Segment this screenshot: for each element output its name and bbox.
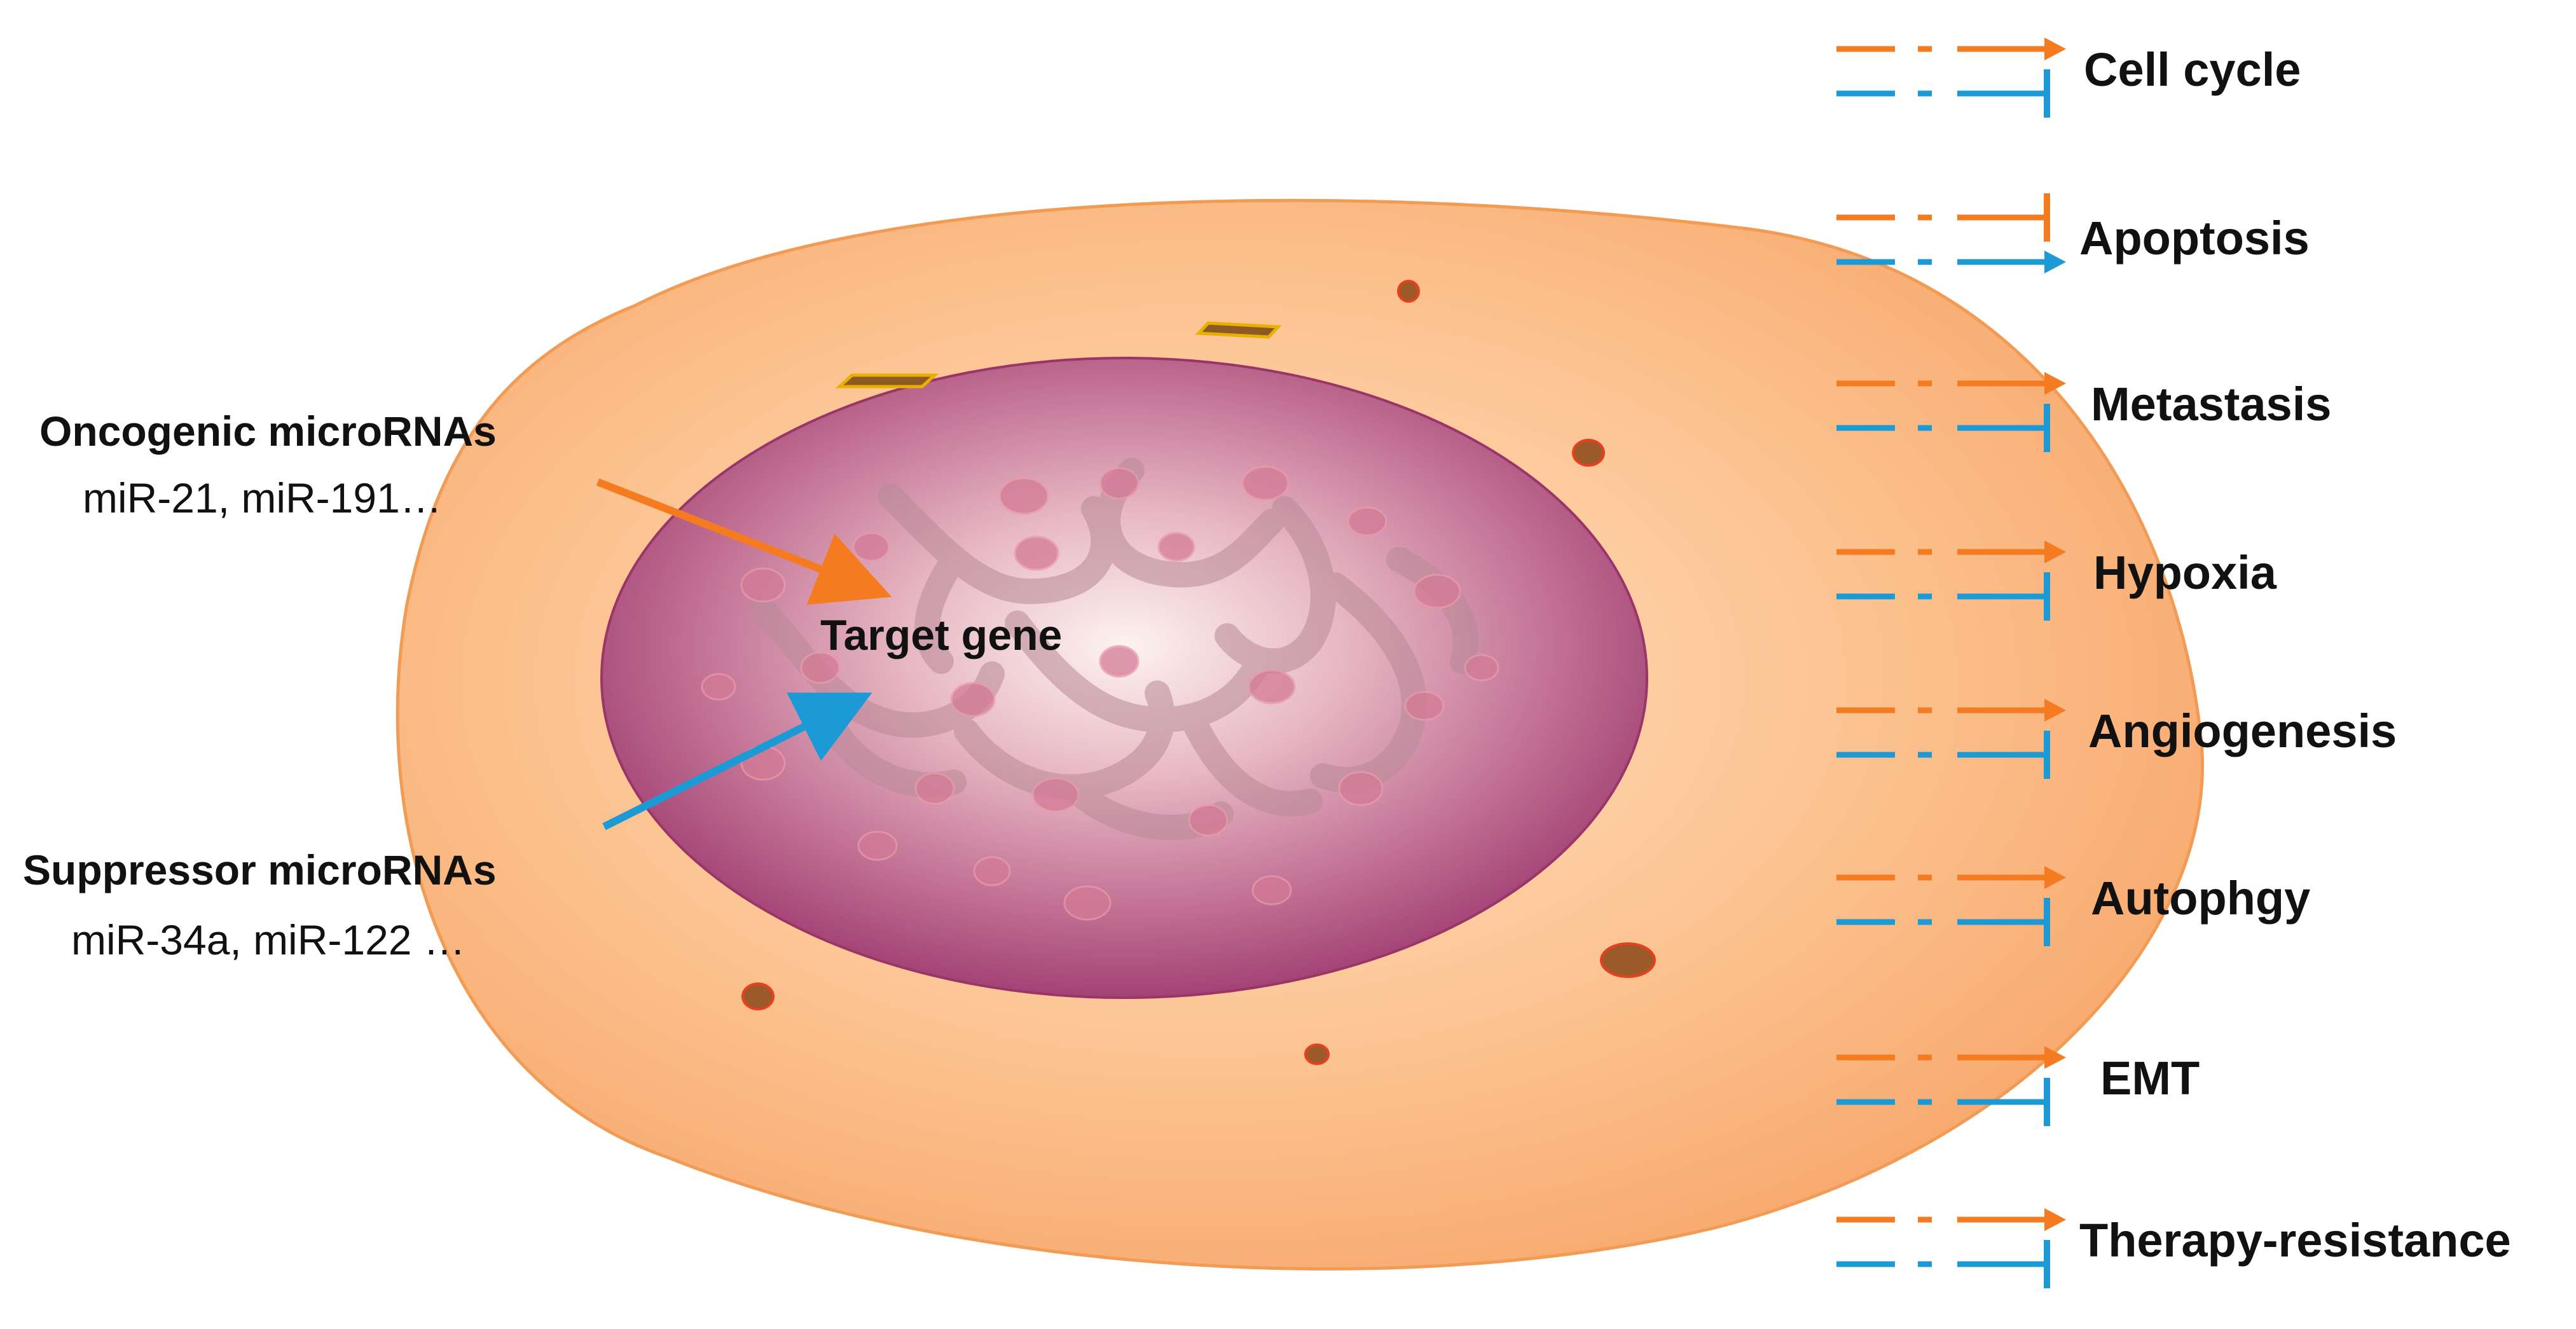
er-fragments [835, 321, 1282, 389]
oncogenic-arrowhead [2044, 1208, 2066, 1231]
process-label: Therapy-resistance [2079, 1214, 2511, 1267]
organelles [741, 280, 1656, 1065]
oncogenic-arrowhead [2044, 541, 2066, 563]
oncogenic-arrow [596, 478, 892, 605]
oncogenic-examples: miR-21, miR-191… [83, 474, 442, 521]
suppressor-arrow [602, 692, 872, 830]
process-label: Cell cycle [2084, 43, 2301, 96]
oncogenic-arrowhead [2044, 699, 2066, 722]
oncogenic-arrowhead [2044, 866, 2066, 889]
suppressor-title: Suppressor microRNAs [23, 846, 497, 893]
oncogenic-arrowhead [2044, 1046, 2066, 1069]
process-legend [1836, 38, 2066, 1288]
process-label: Angiogenesis [2088, 705, 2397, 757]
oncogenic-arrowhead [2044, 38, 2066, 60]
suppressor-arrowhead [2044, 251, 2066, 273]
process-label: Apoptosis [2079, 212, 2310, 265]
process-label: Autophgy [2091, 872, 2311, 925]
suppressor-examples: miR-34a, miR-122 … [71, 916, 465, 963]
oncogenic-arrowhead [2044, 372, 2066, 395]
target-gene-label: Target gene [820, 611, 1063, 659]
process-label: EMT [2100, 1052, 2200, 1105]
oncogenic-title: Oncogenic microRNAs [39, 408, 497, 455]
process-label: Metastasis [2091, 378, 2332, 430]
process-label: Hypoxia [2093, 546, 2276, 599]
